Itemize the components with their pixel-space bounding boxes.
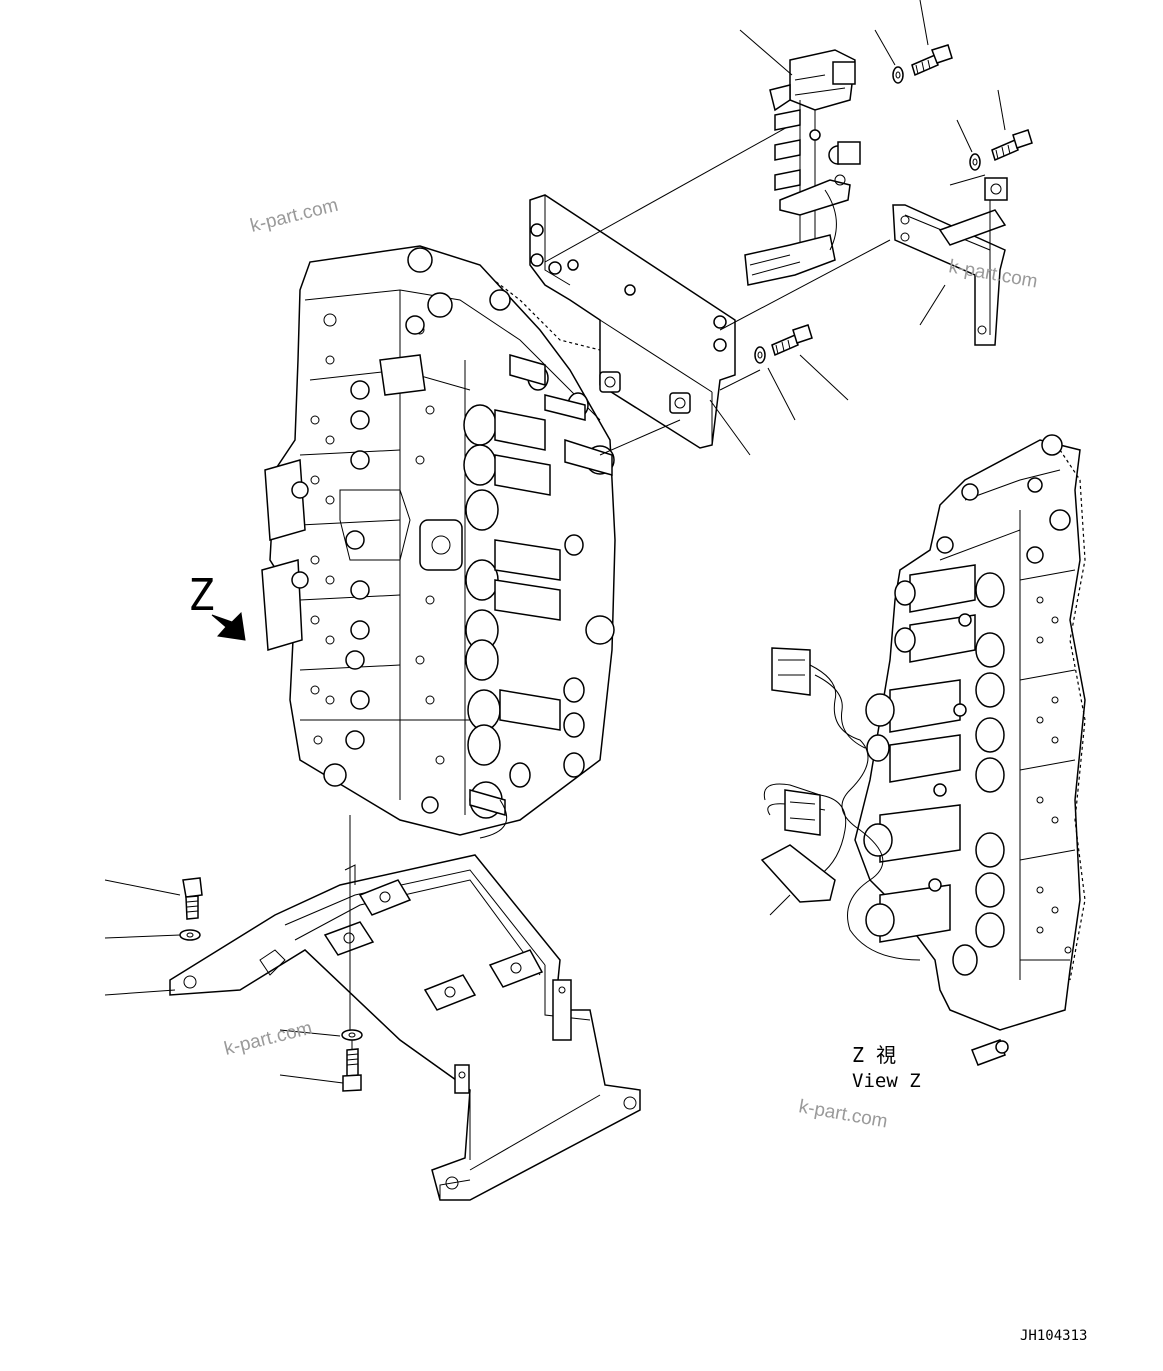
valve-support-bracket: [104, 815, 641, 1201]
right-mount-bracket: [892, 174, 1008, 346]
view-arrow-icon: [211, 611, 246, 641]
watermark-3: k-part.com: [222, 1018, 314, 1060]
drawing-number: JH104313: [1020, 1328, 1087, 1344]
view-marker-label: Z: [188, 570, 215, 621]
view-caption-kanji: Z 視: [852, 1043, 896, 1067]
main-control-valve: [261, 245, 616, 839]
view-z-valve: [760, 434, 1086, 1066]
wire-harness-bracket: [744, 49, 861, 286]
watermark-1: k-part.com: [248, 195, 340, 237]
solenoid-mount-plate: [529, 119, 891, 456]
watermark-4: k-part.com: [797, 1096, 889, 1132]
view-caption-english: View Z: [852, 1070, 921, 1092]
bolts-top: [739, 0, 1033, 421]
